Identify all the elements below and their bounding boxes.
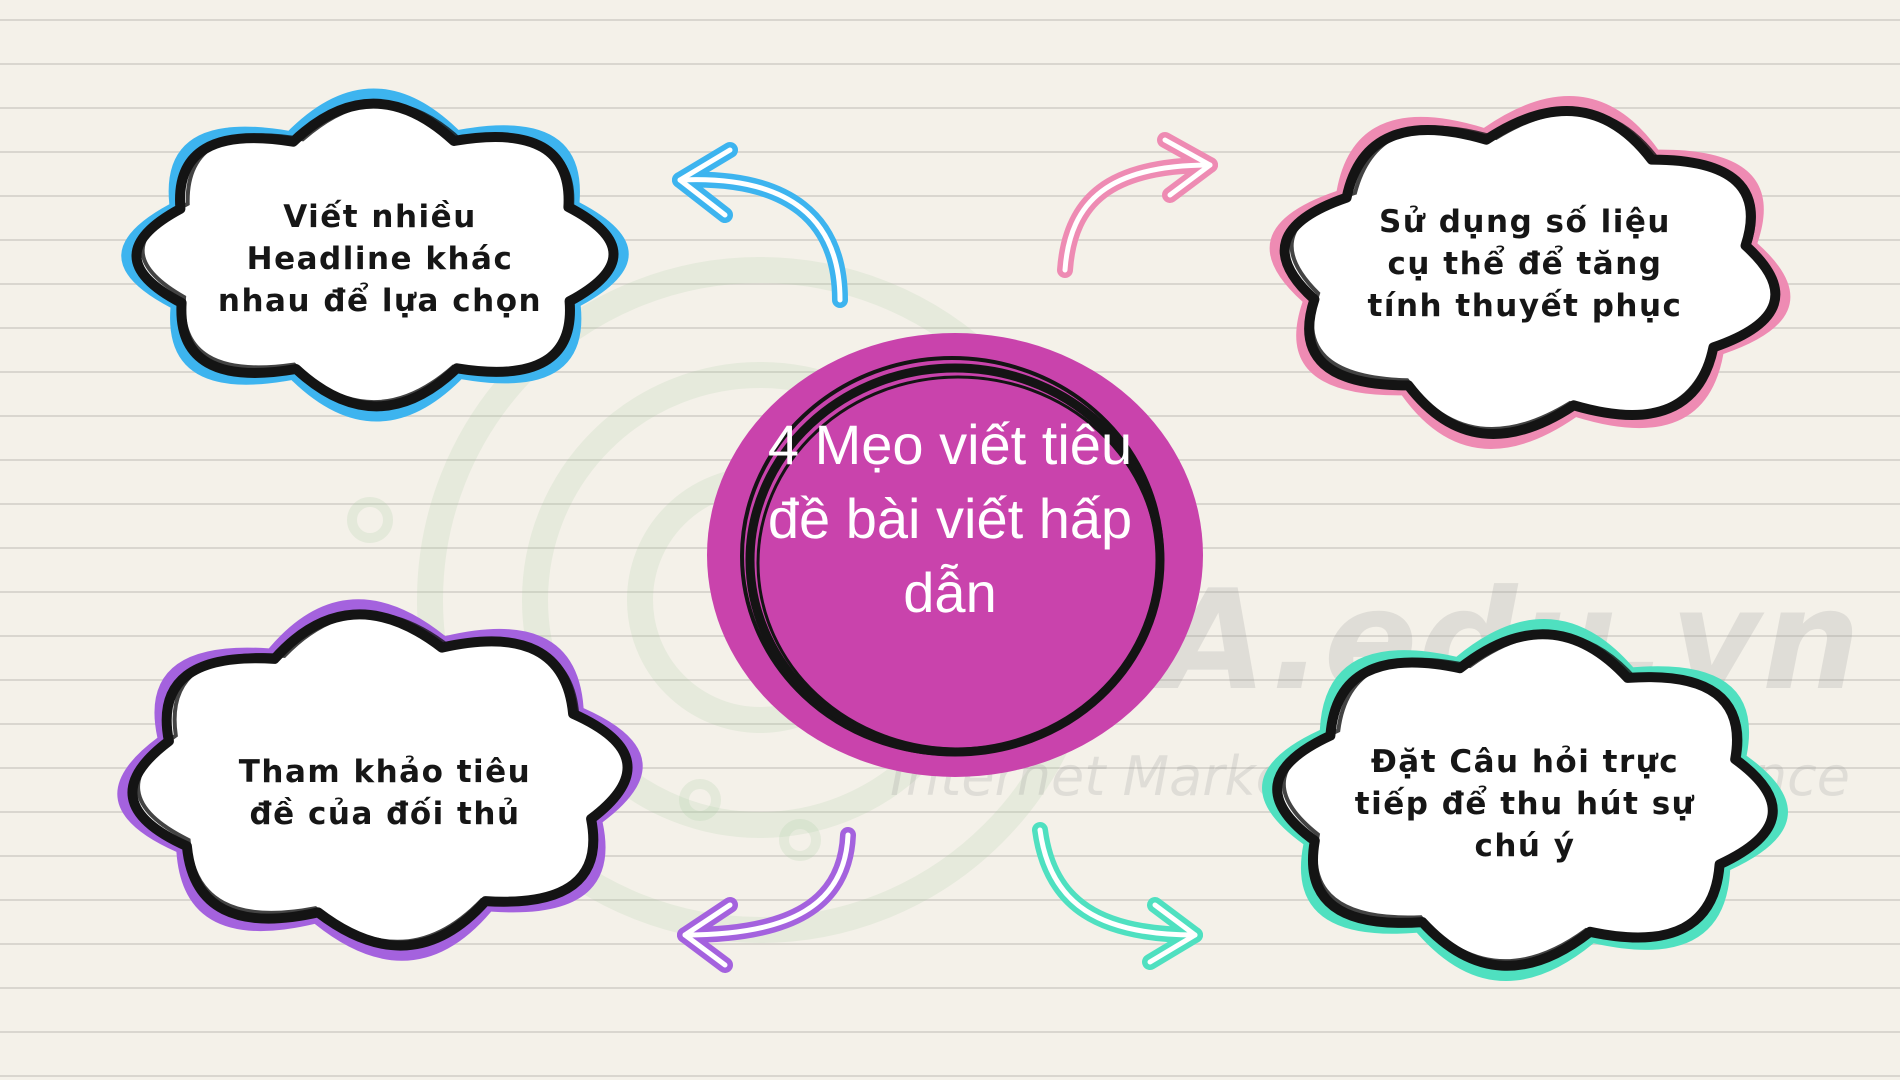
center-circle xyxy=(707,333,1203,777)
cloud-ink-scribble xyxy=(1289,109,1777,432)
tip-text-1: Viết nhiều Headline khác nhau để lựa chọ… xyxy=(217,199,543,319)
cloud-ink-outline xyxy=(127,609,633,951)
center-circle-fill xyxy=(707,333,1203,777)
tip-text-3: Tham khảo tiêu đề của đối thủ xyxy=(238,754,532,832)
cloud-ink-scribble xyxy=(1281,632,1775,964)
center-title: 4 Mẹo viết tiêu đề bài viết hấp dẫn xyxy=(767,413,1133,624)
tip-text-4: Đặt Câu hỏi trực tiếp để thu hút sự chú … xyxy=(1354,744,1696,864)
tip-cloud-bottom-left xyxy=(117,599,643,961)
curved-arrow-icon xyxy=(677,827,856,973)
cloud-ink-scribble xyxy=(140,101,616,405)
tip-cloud-top-left xyxy=(121,88,629,422)
center-circle-ink-ring xyxy=(756,375,1160,751)
curved-arrow-icon xyxy=(1057,132,1218,278)
curved-arrow-icon xyxy=(1032,822,1203,970)
cloud-ink-outline xyxy=(131,98,619,412)
center-circle-ink-ring xyxy=(740,356,1164,756)
tip-text-2: Sử dụng số liệu cụ thể để tăng tính thuy… xyxy=(1367,204,1683,324)
tip-cloud-bottom-right xyxy=(1262,618,1788,982)
tip-cloud-top-right xyxy=(1269,96,1791,449)
cloud-ink-scribble xyxy=(136,612,630,944)
curved-arrow-icon xyxy=(672,142,848,308)
